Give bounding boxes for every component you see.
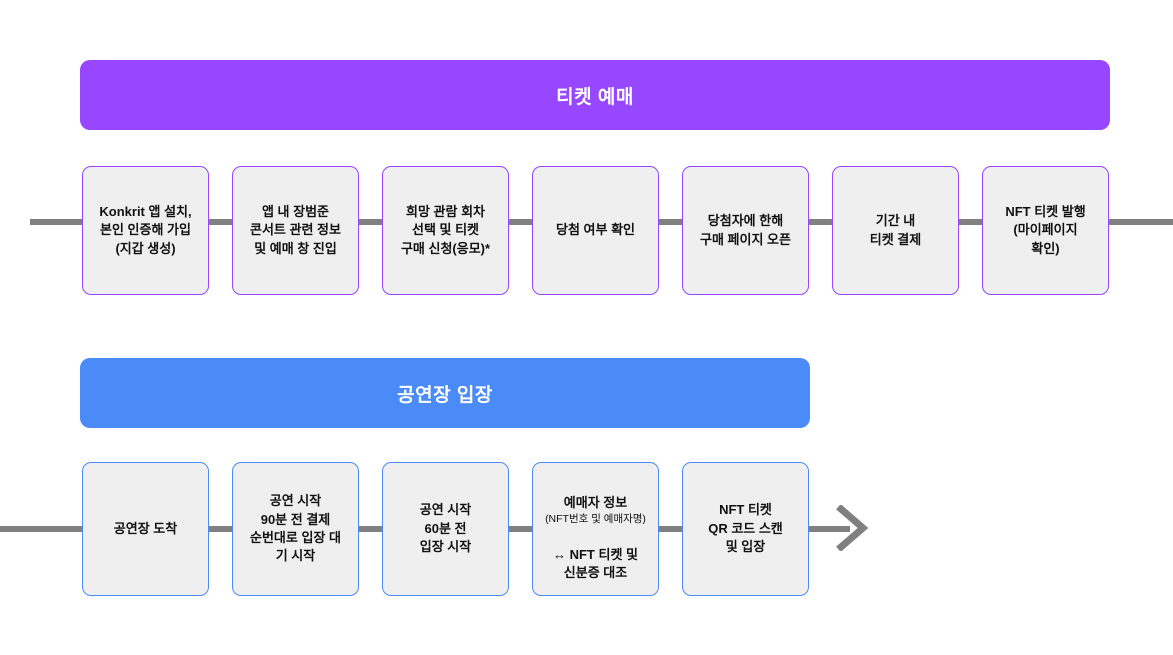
step-label: 희망 관람 회차 선택 및 티켓 구매 신청(응모)* (400, 203, 491, 256)
step-label: 예매자 정보 (563, 494, 628, 510)
connector-row2-4-5 (658, 526, 686, 532)
connector-row2-1-2 (208, 526, 236, 532)
step-label: 공연장 도착 (113, 520, 178, 536)
step-label: 당첨 여부 확인 (556, 222, 635, 238)
step-complete-payment[interactable]: 기간 내 티켓 결제 (832, 166, 959, 295)
step-browse-concert-info[interactable]: 앱 내 장범준 콘서트 관련 정보 및 예매 창 진입 (232, 166, 359, 295)
connector-row1-5-6 (808, 219, 832, 225)
step-queue-90min-before[interactable]: 공연 시작 90분 전 결제 순번대로 입장 대 기 시작 (232, 462, 359, 596)
step-label: 공연 시작 60분 전 입장 시작 (419, 502, 472, 555)
step-arrive-venue[interactable]: 공연장 도착 (82, 462, 209, 596)
connector-row1-6-7 (958, 219, 982, 225)
step-label-secondary: ↔ NFT 티켓 및 신분증 대조 (552, 546, 638, 581)
step-label: 앱 내 장범준 콘서트 관련 정보 및 예매 창 진입 (250, 203, 341, 256)
arrow-right-icon (833, 505, 875, 551)
connector-row1-lead-in (30, 219, 82, 225)
connector-row2-2-3 (358, 526, 386, 532)
step-label: NFT 티켓 QR 코드 스캔 및 입장 (708, 502, 783, 555)
step-label: 당첨자에 한해 구매 페이지 오픈 (700, 213, 791, 247)
step-select-session-apply[interactable]: 희망 관람 회차 선택 및 티켓 구매 신청(응모)* (382, 166, 509, 295)
step-install-app[interactable]: Konkrit 앱 설치, 본인 인증해 가입 (지갑 생성) (82, 166, 209, 295)
step-purchase-page-open[interactable]: 당첨자에 한해 구매 페이지 오픈 (682, 166, 809, 295)
connector-row1-1-2 (208, 219, 236, 225)
step-label: Konkrit 앱 설치, 본인 인증해 가입 (지갑 생성) (99, 203, 192, 256)
connector-row2-lead-out (808, 526, 850, 532)
step-check-winner-status[interactable]: 당첨 여부 확인 (532, 166, 659, 295)
connector-row1-3-4 (508, 219, 536, 225)
section-banner-ticket-booking: 티켓 예매 (80, 60, 1110, 130)
connector-row1-4-5 (658, 219, 686, 225)
step-issue-nft-ticket[interactable]: NFT 티켓 발행 (마이페이지 확인) (982, 166, 1109, 295)
section-banner-venue-entry: 공연장 입장 (80, 358, 810, 428)
step-label: NFT 티켓 발행 (마이페이지 확인) (1005, 203, 1086, 256)
step-label: 공연 시작 90분 전 결제 순번대로 입장 대 기 시작 (250, 493, 341, 564)
section-title-venue-entry: 공연장 입장 (397, 384, 493, 406)
step-entry-starts-60min-before[interactable]: 공연 시작 60분 전 입장 시작 (382, 462, 509, 596)
section-title-ticket-booking: 티켓 예매 (556, 86, 634, 108)
connector-row1-2-3 (358, 219, 386, 225)
step-verify-identity[interactable]: 예매자 정보 (NFT번호 및 예매자명) ↔ NFT 티켓 및 신분증 대조 (532, 462, 659, 596)
connector-row2-3-4 (508, 526, 536, 532)
connector-row2-lead-in (0, 526, 82, 532)
step-sub-note: (NFT번호 및 예매자명) (545, 513, 646, 526)
step-scan-qr-enter[interactable]: NFT 티켓 QR 코드 스캔 및 입장 (682, 462, 809, 596)
connector-row1-lead-out (1108, 219, 1173, 225)
step-label: 기간 내 티켓 결제 (869, 213, 922, 247)
